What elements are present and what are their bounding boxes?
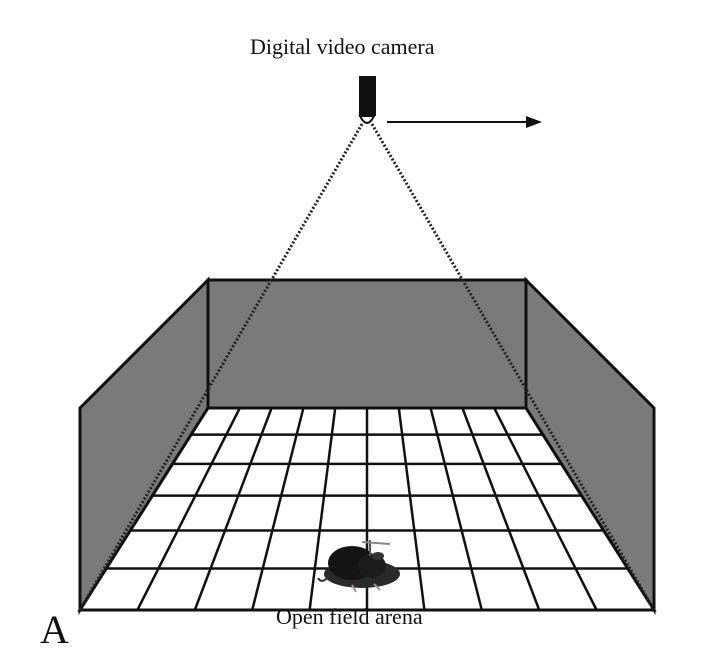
grid-line-vertical [429,407,484,611]
grid-line-vertical [461,407,541,611]
back-wall [206,278,528,410]
camera-view-line-right [370,123,656,611]
mouse-icon [317,540,400,593]
arena-label: Open field arena [276,604,423,629]
camera-view-line-left [78,123,364,611]
grid-line-vertical [493,407,598,611]
grid-line-vertical [136,407,241,611]
camera-icon [358,76,376,124]
panel-label: A [40,607,69,652]
grid-line-vertical [193,407,273,611]
movement-arrow [387,116,542,128]
grid-line-vertical [397,407,426,611]
camera-label: Digital video camera [250,34,435,59]
grid-line-vertical [308,407,337,611]
grid-line-vertical [250,407,305,611]
